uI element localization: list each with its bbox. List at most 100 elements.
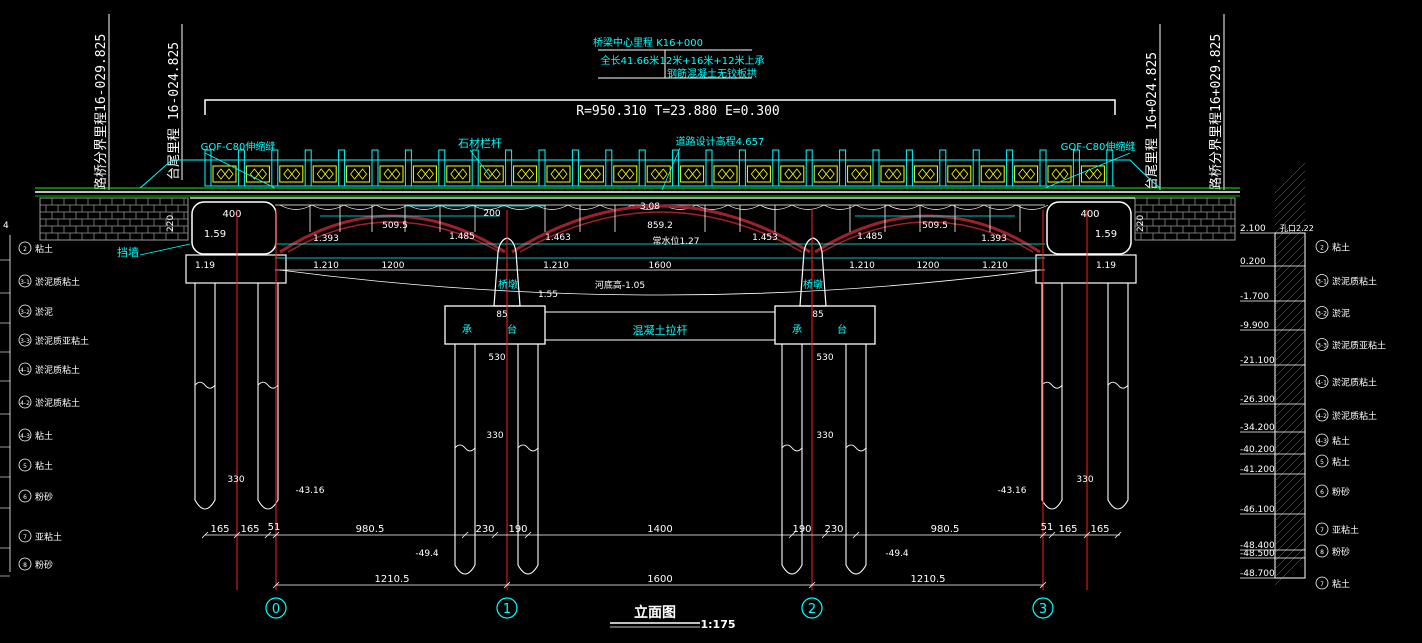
svg-text:530: 530 [488,353,505,363]
legend-layer-name: 粘土 [35,460,53,472]
deck-scallop [983,204,1017,210]
deck-scallop [823,204,857,210]
railing-post [872,149,880,187]
bore-layer-elev: -21.100 [1240,356,1275,366]
legend-layer-marker [18,428,32,442]
pile-break [781,444,803,452]
railing-post [538,149,546,187]
railing-panel [880,165,905,183]
water-level-label: 常水位1.27 [652,235,699,247]
axis-marker-label: 2 [808,602,816,617]
bore-layer-marker [1315,522,1329,536]
bore-layer-id: 3-2 [1317,311,1327,318]
railing-post [271,149,279,187]
railing-ornament [884,168,902,180]
legend-layer-id: 4-1 [20,367,30,374]
bore-hatch-line [1274,554,1306,586]
railing-panel [980,165,1005,183]
legend-layer-id: 5 [23,463,27,470]
deck-scallop [919,204,953,210]
joint-label-right: GQF-C80伸缩缝 [1061,140,1136,153]
svg-text:1.485: 1.485 [449,232,475,242]
legend-layer-name: 淤泥 [35,306,53,318]
railing-post [404,149,412,187]
bore-layer-elev: -1.700 [1240,292,1269,302]
bore-layer-elev: 0.200 [1240,257,1266,267]
dimension-tick [1114,531,1122,539]
bore-hatch-line [1274,346,1306,378]
bore-layer-marker [1315,408,1329,422]
railing-panel [513,165,538,183]
deck-scallop [375,204,409,210]
legend-layer-name: 淤泥质亚粘土 [35,335,89,347]
railing-post [605,149,613,187]
title-block: 桥梁中心里程 K16+000 全长41.66米 12米+16米+12米上承 钢筋… [593,36,764,80]
bore-hatch-line [1274,514,1306,546]
dimension-tick [821,531,829,539]
pile [1041,283,1063,510]
bore-hatch-line [1274,298,1306,330]
svg-text:1.393: 1.393 [313,234,339,244]
railing-panel [680,165,705,183]
svg-text:51: 51 [1041,522,1054,533]
pile-break [257,381,279,389]
railing-panel [613,165,638,183]
bore-layer-name: 淤泥质粘土 [1332,410,1377,422]
bore-hatch-line [1274,178,1306,210]
svg-text:1600: 1600 [649,261,672,271]
legend-layer-marker [18,274,32,288]
legend-layer-name: 粉砂 [35,491,53,503]
bore-layer-id: 8 [1320,549,1324,556]
railing-panel [1014,165,1039,183]
railing-post [571,149,579,187]
axis-marker-label: 1 [503,602,511,617]
bore-layer-marker [1315,484,1329,498]
bore-layer-id: 5 [1320,459,1324,466]
bore-layer-id: 2 [1320,245,1324,252]
annotation-labels: GQF-C80伸缩缝 GQF-C80伸缩缝 石材栏杆 道路设计高程4.657 挡… [117,135,1135,337]
deck-scallop [727,204,761,210]
bore-layer-marker [1315,375,1329,388]
road-surface [35,159,1240,197]
bore-hatch-line [1274,482,1306,514]
railing-ornament [917,168,935,180]
railing-post [839,149,847,187]
railing-ornament [717,168,735,180]
pile [781,344,803,575]
svg-text:-49.4: -49.4 [885,549,909,559]
svg-text:165: 165 [1058,524,1077,535]
railing-panel [1080,165,1105,183]
bore-layer-name: 淤泥质亚粘土 [1332,340,1386,352]
legend-layer-marker [18,362,32,376]
railing-panel [379,165,404,183]
bore-hatch-line [1274,418,1306,450]
railing-panel [546,165,571,183]
svg-text:1400: 1400 [647,524,672,535]
dimension-tick [1039,581,1047,589]
drawing-title-text: 立面图 [634,604,676,621]
svg-text:台: 台 [507,323,517,336]
bore-hatch-line [1274,386,1306,418]
station-right-inner: 台尾里程 16+024.825 [1145,52,1160,190]
dimension-tick [1083,531,1091,539]
pile-break [845,444,867,452]
pile [845,344,867,575]
station-left-outer: 路桥分界里程16-029.825 [93,34,109,190]
bore-hatch-line [1274,162,1306,194]
svg-text:85: 85 [812,310,823,320]
dimension-texts: 509.5 509.5 859.2 200 3.08 1.485 1.463 1… [227,202,1093,559]
pier-right [799,237,827,307]
bore-layer-elev: -41.200 [1240,465,1275,475]
svg-text:承: 承 [462,324,472,336]
bore-hatch-line [1274,290,1306,322]
railing-ornament [383,168,401,180]
bore-layer-id: 3-1 [1317,279,1327,286]
deck-scallop [695,204,729,210]
bore-layer-name: 亚粘土 [1332,524,1359,536]
bore-hatch-line [1274,354,1306,386]
bore-layer-id: 3-3 [1317,343,1327,350]
pile [517,344,539,575]
bore-hatch-line [1274,202,1306,234]
